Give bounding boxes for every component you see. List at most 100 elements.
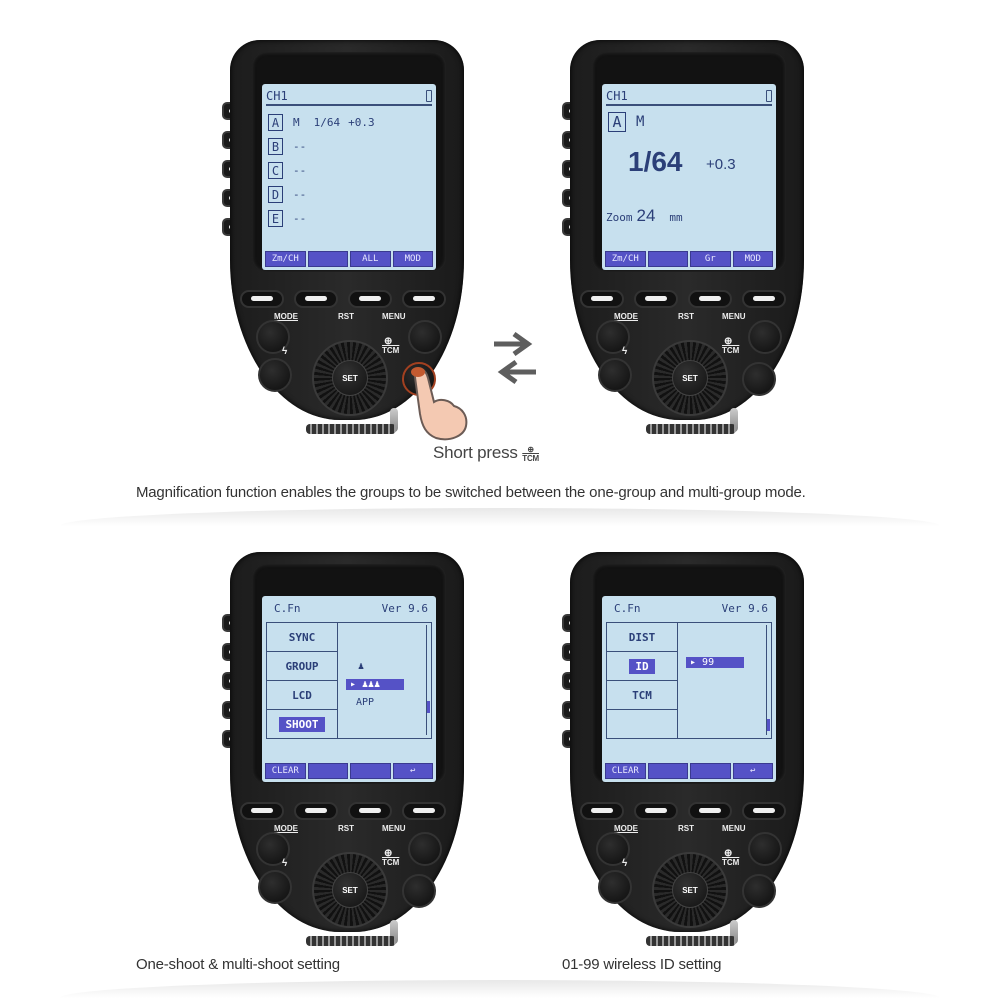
control-dial[interactable]: SET xyxy=(652,340,728,416)
soft-key-3[interactable] xyxy=(348,802,392,820)
soft-key-2[interactable] xyxy=(294,802,338,820)
soft-key-3[interactable] xyxy=(688,290,732,308)
test-flash-button[interactable] xyxy=(258,870,292,904)
set-button[interactable]: SET xyxy=(672,360,708,396)
menu-button[interactable] xyxy=(748,832,782,866)
device-body: C.Fn Ver 9.6 SYNC GROUP LCD SHOOT ♟ ▸ ♟♟… xyxy=(230,552,464,946)
cfn-title: C.Fn xyxy=(614,602,641,615)
soft-key-1[interactable] xyxy=(580,290,624,308)
flash-icon: ϟ xyxy=(622,346,628,357)
fkey-clear: CLEAR xyxy=(265,763,306,779)
top-caption: Magnification function enables the group… xyxy=(136,484,806,501)
zoom-unit: mm xyxy=(669,211,683,224)
group-row-b: B -- xyxy=(268,138,306,155)
rst-label: RST xyxy=(338,312,354,321)
set-button[interactable]: SET xyxy=(332,872,368,908)
mode-label: MODE xyxy=(614,824,638,833)
group-value: -- xyxy=(293,188,307,201)
soft-key-2[interactable] xyxy=(634,290,678,308)
fkey-empty xyxy=(350,763,391,779)
cfn-header: C.Fn Ver 9.6 xyxy=(614,602,768,615)
cfn-title: C.Fn xyxy=(274,602,301,615)
device-body: C.Fn Ver 9.6 DIST ID TCM ▸ 99 CLEAR xyxy=(570,552,804,946)
control-dial[interactable]: SET xyxy=(312,852,388,928)
group-id-box: E xyxy=(268,210,283,227)
menu-button[interactable] xyxy=(408,832,442,866)
channel-label: CH1 xyxy=(606,89,628,103)
test-flash-button[interactable] xyxy=(598,870,632,904)
test-flash-button[interactable] xyxy=(598,358,632,392)
rst-label: RST xyxy=(338,824,354,833)
function-key-bar: CLEAR ↩ xyxy=(605,763,773,779)
single-shoot-icon: ♟ xyxy=(358,661,365,672)
test-flash-button[interactable] xyxy=(258,358,292,392)
menu-button[interactable] xyxy=(408,320,442,354)
channel-label: CH1 xyxy=(266,89,288,103)
group-id-box: B xyxy=(268,138,283,155)
soft-key-3[interactable] xyxy=(348,290,392,308)
id-value-selected: ▸ 99 xyxy=(686,657,744,668)
control-dial[interactable]: SET xyxy=(312,340,388,416)
menu-button[interactable] xyxy=(748,320,782,354)
zoom-value: 24 xyxy=(636,206,656,225)
soft-keys xyxy=(580,802,786,820)
soft-key-2[interactable] xyxy=(294,290,338,308)
group-row-e: E -- xyxy=(268,210,306,227)
fkey-zm-ch: Zm/CH xyxy=(605,251,646,267)
fkey-mod: MOD xyxy=(392,251,433,267)
group-mode: M xyxy=(293,116,300,129)
soft-key-4[interactable] xyxy=(742,290,786,308)
instruction-text: Short press ⊕TCM xyxy=(433,443,539,463)
mode-label: MODE xyxy=(274,312,298,321)
tcm-button[interactable] xyxy=(742,874,776,908)
option-app: APP xyxy=(356,697,375,708)
function-key-bar: Zm/CH ALL MOD xyxy=(265,251,433,267)
soft-key-3[interactable] xyxy=(688,802,732,820)
screen-header: CH1 xyxy=(606,88,772,106)
soft-key-1[interactable] xyxy=(240,802,284,820)
mode-button[interactable] xyxy=(596,832,630,866)
zoom-label: Zoom xyxy=(606,211,633,224)
soft-key-4[interactable] xyxy=(402,290,446,308)
menu-item-shoot-selected: SHOOT xyxy=(267,710,337,739)
mode-button[interactable] xyxy=(596,320,630,354)
flash-icon: ϟ xyxy=(282,346,288,357)
menu-item-id-selected: ID xyxy=(607,652,677,681)
rst-label: RST xyxy=(678,824,694,833)
control-dial[interactable]: SET xyxy=(652,852,728,928)
soft-key-1[interactable] xyxy=(240,290,284,308)
flash-icon: ϟ xyxy=(622,858,628,869)
soft-key-1[interactable] xyxy=(580,802,624,820)
fkey-all: ALL xyxy=(350,251,391,267)
mode-button[interactable] xyxy=(256,832,290,866)
battery-icon xyxy=(426,90,432,102)
set-button[interactable]: SET xyxy=(332,360,368,396)
screen-bezel: C.Fn Ver 9.6 SYNC GROUP LCD SHOOT ♟ ▸ ♟♟… xyxy=(252,564,446,784)
cfn-header: C.Fn Ver 9.6 xyxy=(274,602,428,615)
group-comp: +0.3 xyxy=(348,116,375,129)
status-led xyxy=(390,408,398,432)
soft-key-4[interactable] xyxy=(742,802,786,820)
hot-shoe-foot xyxy=(646,936,736,946)
cfn-menu-list: SYNC GROUP LCD SHOOT xyxy=(266,622,338,739)
cfn-options-panel: ♟ ▸ ♟♟♟ APP xyxy=(338,622,432,739)
fkey-gr: Gr xyxy=(690,251,731,267)
group-row-c: C -- xyxy=(268,162,306,179)
comp-value: +0.3 xyxy=(706,156,736,173)
soft-keys xyxy=(240,290,446,308)
tcm-button[interactable] xyxy=(742,362,776,396)
soft-key-4[interactable] xyxy=(402,802,446,820)
soft-key-2[interactable] xyxy=(634,802,678,820)
device-body: CH1 A M 1/64 +0.3 Zoom 24 mm Zm/CH Gr xyxy=(570,40,804,434)
screen-bezel: CH1 A M 1/64 +0.3 B -- C -- xyxy=(252,52,446,272)
group-row-a: A M xyxy=(608,112,644,132)
lcd-screen: C.Fn Ver 9.6 SYNC GROUP LCD SHOOT ♟ ▸ ♟♟… xyxy=(262,596,436,782)
mode-button[interactable] xyxy=(256,320,290,354)
tcm-button[interactable] xyxy=(402,874,436,908)
screen-header: CH1 xyxy=(266,88,432,106)
group-id-box: D xyxy=(268,186,283,203)
set-button[interactable]: SET xyxy=(672,872,708,908)
multi-shoot-icon-selected: ▸ ♟♟♟ xyxy=(346,679,404,690)
return-icon: ↩ xyxy=(732,763,773,779)
section-divider xyxy=(60,508,940,526)
